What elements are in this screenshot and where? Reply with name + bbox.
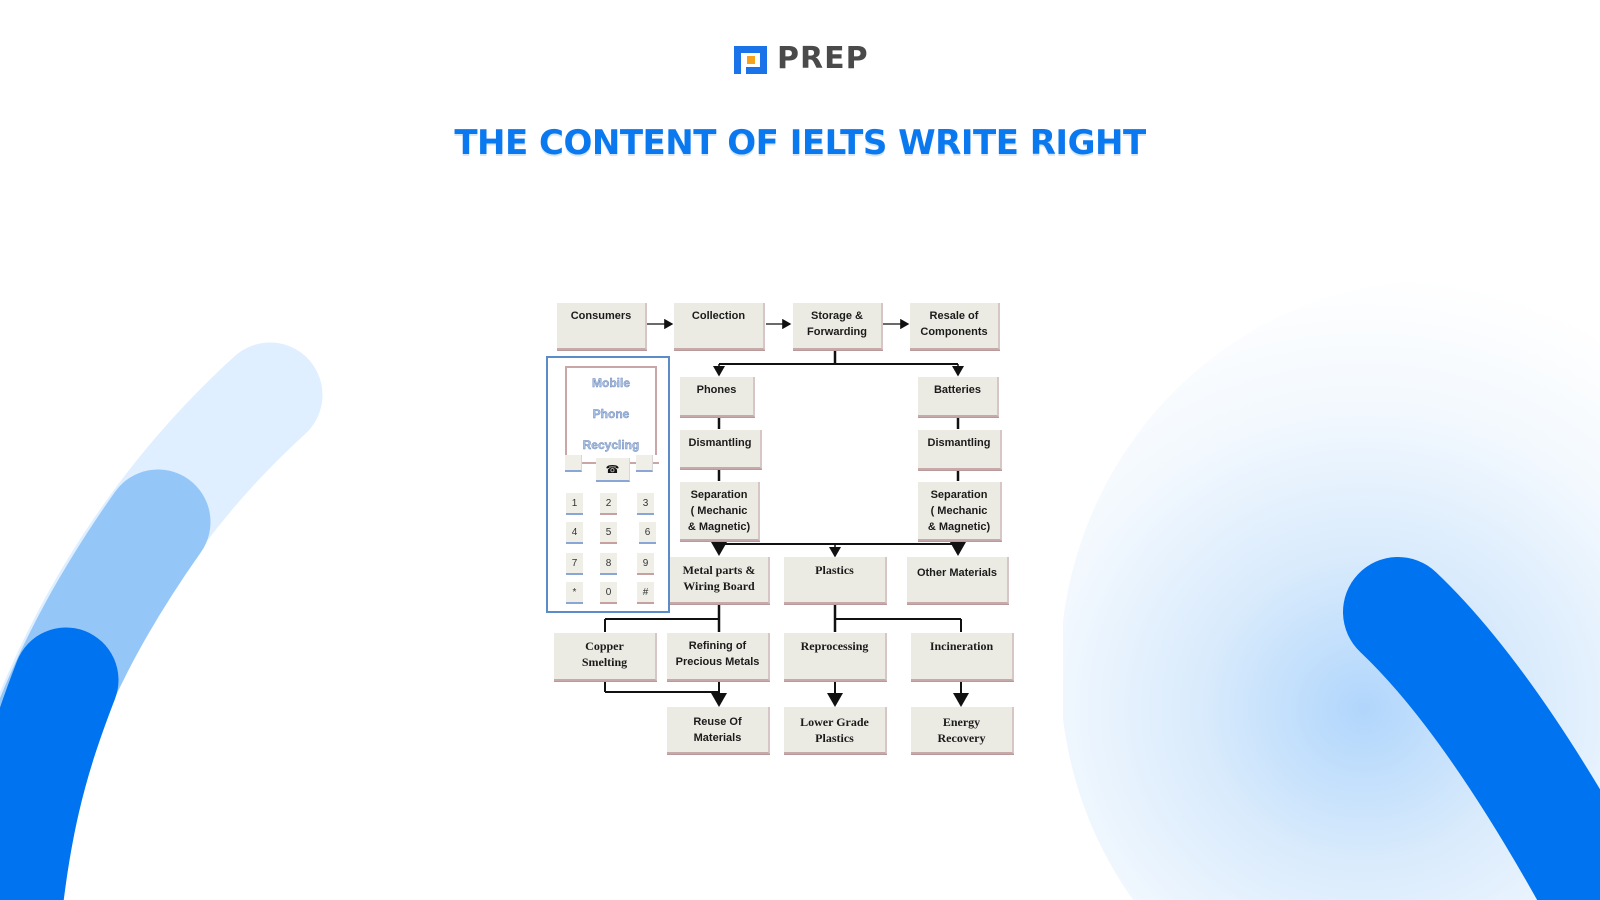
phone-call-key: ☎ [596,458,630,482]
phone-key-8: 8 [600,553,617,575]
phone-key-6: 6 [639,522,656,544]
logo-text: PREP [777,40,869,76]
box-incineration: Incineration [911,633,1014,681]
box-resale-of-components: Resale of Components [910,303,1000,350]
phone-key-hash: # [637,582,654,604]
box-reuse-of-materials: Reuse Of Materials [667,707,770,754]
phone-key-9: 9 [637,553,654,575]
recycling-flow-diagram: Consumers Collection Storage & Forwardin… [541,292,1063,809]
box-batteries-dismantling: Dismantling [918,430,1002,470]
box-energy-recovery: Energy Recovery [911,707,1014,754]
mobile-phone-illustration: Mobile Phone Recycling ☎ 1 2 3 4 5 6 7 8… [546,356,670,613]
box-storage-forwarding: Storage & Forwarding [793,303,883,350]
page-title: THE CONTENT OF IELTS WRITE RIGHT [454,123,1146,163]
prep-logo[interactable]: PREP [731,39,869,77]
phone-key-3: 3 [637,493,654,515]
box-batteries: Batteries [918,377,999,417]
box-reprocessing: Reprocessing [784,633,887,681]
telephone-icon: ☎ [605,463,620,476]
right-arc-dark [1343,557,1600,900]
box-collection: Collection [674,303,765,350]
box-batteries-separation: Separation ( Mechanic & Magnetic) [918,482,1002,541]
phone-key-5: 5 [600,522,617,544]
box-lower-grade-plastics: Lower Grade Plastics [784,707,887,754]
phone-key-7: 7 [566,553,583,575]
left-arc-dark [0,627,119,900]
box-phones-dismantling: Dismantling [680,430,762,469]
box-phones-separation: Separation ( Mechanic & Magnetic) [680,482,760,541]
prep-logo-icon [731,39,771,77]
connector-lines [604,318,969,707]
box-consumers: Consumers [557,303,647,350]
phone-right-soft-key [636,455,653,472]
box-metal-parts-wiring-board: Metal parts & Wiring Board [670,557,770,604]
box-refining-precious-metals: Refining of Precious Metals [667,633,770,681]
box-plastics: Plastics [784,557,887,604]
box-copper-smelting: Copper Smelting [554,633,657,681]
box-phones: Phones [680,377,755,417]
box-other-materials: Other Materials [907,557,1009,604]
phone-left-soft-key [565,455,582,472]
phone-key-star: * [566,582,583,604]
phone-key-1: 1 [566,493,583,515]
phone-screen-text: Mobile Phone Recycling [582,376,640,452]
phone-screen: Mobile Phone Recycling [565,366,657,455]
phone-key-4: 4 [566,522,583,544]
phone-key-0: 0 [600,582,617,604]
phone-key-2: 2 [600,493,617,515]
